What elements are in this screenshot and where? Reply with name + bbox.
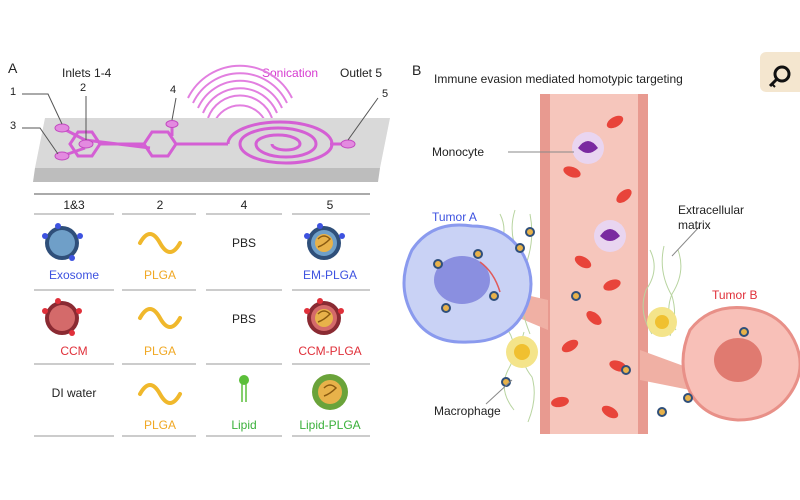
ccm-icon bbox=[42, 298, 82, 336]
exosome-label: Exosome bbox=[48, 268, 100, 282]
pbs-label: PBS bbox=[231, 312, 256, 326]
table-header-2: 2 bbox=[156, 198, 164, 212]
lipid-label: Lipid bbox=[231, 418, 257, 432]
red-blood-cells bbox=[551, 115, 632, 419]
key-button[interactable] bbox=[760, 52, 800, 92]
em-plga-label: EM-PLGA bbox=[302, 268, 357, 282]
table-header-4: 4 bbox=[240, 198, 248, 212]
nanoparticles bbox=[433, 227, 749, 417]
port-number-3: 3 bbox=[10, 120, 17, 132]
plga-label: PLGA bbox=[143, 344, 176, 358]
port-number-4: 4 bbox=[170, 84, 177, 96]
di-water-label: DI water bbox=[51, 386, 97, 400]
monocyte-cells bbox=[572, 132, 626, 252]
lipid-plga-label: Lipid-PLGA bbox=[299, 418, 361, 432]
ccm-plga-label: CCM-PLGA bbox=[298, 344, 362, 358]
macrophage-label: Macrophage bbox=[434, 404, 501, 418]
ccm-plga-icon bbox=[304, 298, 344, 335]
blood-vessel bbox=[505, 94, 700, 434]
plga-label: PLGA bbox=[143, 268, 176, 282]
plga-wave-icon bbox=[138, 383, 182, 405]
table-header-1and3: 1&3 bbox=[63, 198, 85, 212]
monocyte-label: Monocyte bbox=[432, 145, 485, 159]
ccm-label: CCM bbox=[60, 344, 88, 358]
spiral-channel bbox=[226, 120, 334, 165]
sonication-label: Sonication bbox=[262, 66, 319, 80]
plga-wave-icon bbox=[138, 307, 182, 329]
panel-b-letter: B bbox=[412, 62, 422, 78]
port-number-5: 5 bbox=[382, 88, 389, 100]
tumor-b-label: Tumor B bbox=[712, 288, 758, 302]
panel-a-letter: A bbox=[8, 60, 18, 76]
lipid-plga-icon bbox=[312, 374, 348, 410]
exosome-icon bbox=[42, 223, 83, 261]
macrophage-cells bbox=[506, 307, 677, 368]
port-number-1: 1 bbox=[10, 86, 17, 98]
table-header-5: 5 bbox=[326, 198, 334, 212]
plga-label: PLGA bbox=[143, 418, 176, 432]
sonication-waves bbox=[187, 64, 293, 124]
em-plga-icon bbox=[304, 223, 345, 260]
port-number-2: 2 bbox=[80, 82, 87, 94]
outlet-label: Outlet 5 bbox=[340, 66, 383, 80]
tumor-b-cell bbox=[681, 305, 800, 422]
ecm-label-line2: matrix bbox=[678, 218, 711, 232]
plga-wave-icon bbox=[138, 232, 182, 254]
ecm-label-line1: Extracellular bbox=[678, 203, 745, 217]
pbs-label: PBS bbox=[231, 236, 256, 250]
lipid-icon bbox=[239, 375, 249, 402]
tumor-a-label: Tumor A bbox=[432, 210, 477, 224]
key-icon bbox=[768, 65, 791, 88]
tumor-a-cell bbox=[402, 223, 533, 344]
panel-b-title: Immune evasion mediated homotypic target… bbox=[434, 72, 683, 86]
inlets-label: Inlets 1-4 bbox=[62, 66, 112, 80]
